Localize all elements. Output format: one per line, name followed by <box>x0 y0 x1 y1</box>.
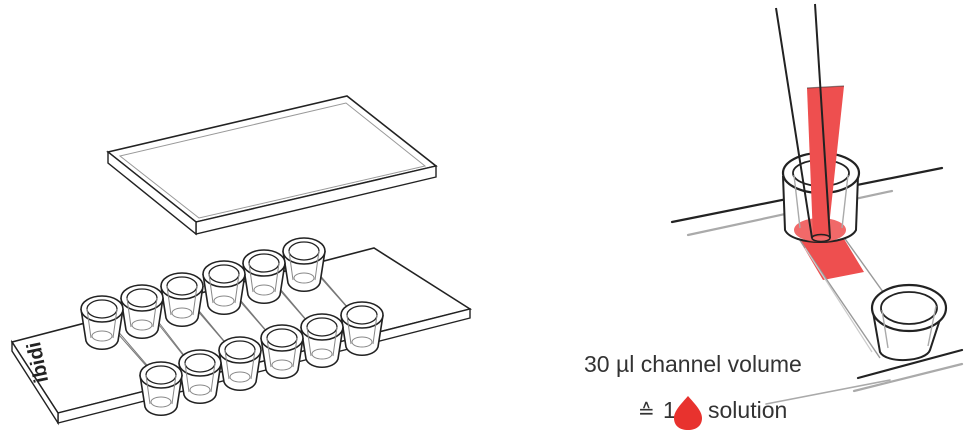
solution-label: solution <box>708 397 787 423</box>
well <box>179 350 221 403</box>
well <box>219 337 261 390</box>
channel-volume-label: 30 µl channel volume <box>584 351 802 377</box>
equivalence-symbol: ≙ <box>638 399 655 423</box>
well <box>301 314 343 367</box>
well <box>140 362 182 415</box>
well <box>161 273 203 326</box>
well <box>341 302 383 355</box>
drop-icon <box>674 396 702 430</box>
well <box>243 250 285 303</box>
well <box>283 238 325 291</box>
lid <box>108 96 436 234</box>
well <box>261 325 303 378</box>
outlet-well <box>872 285 946 360</box>
well <box>81 296 123 349</box>
solution-line: ≙ 1 solution <box>638 396 787 430</box>
drop-count: 1 <box>663 397 676 423</box>
well <box>121 285 163 338</box>
well <box>203 261 245 314</box>
